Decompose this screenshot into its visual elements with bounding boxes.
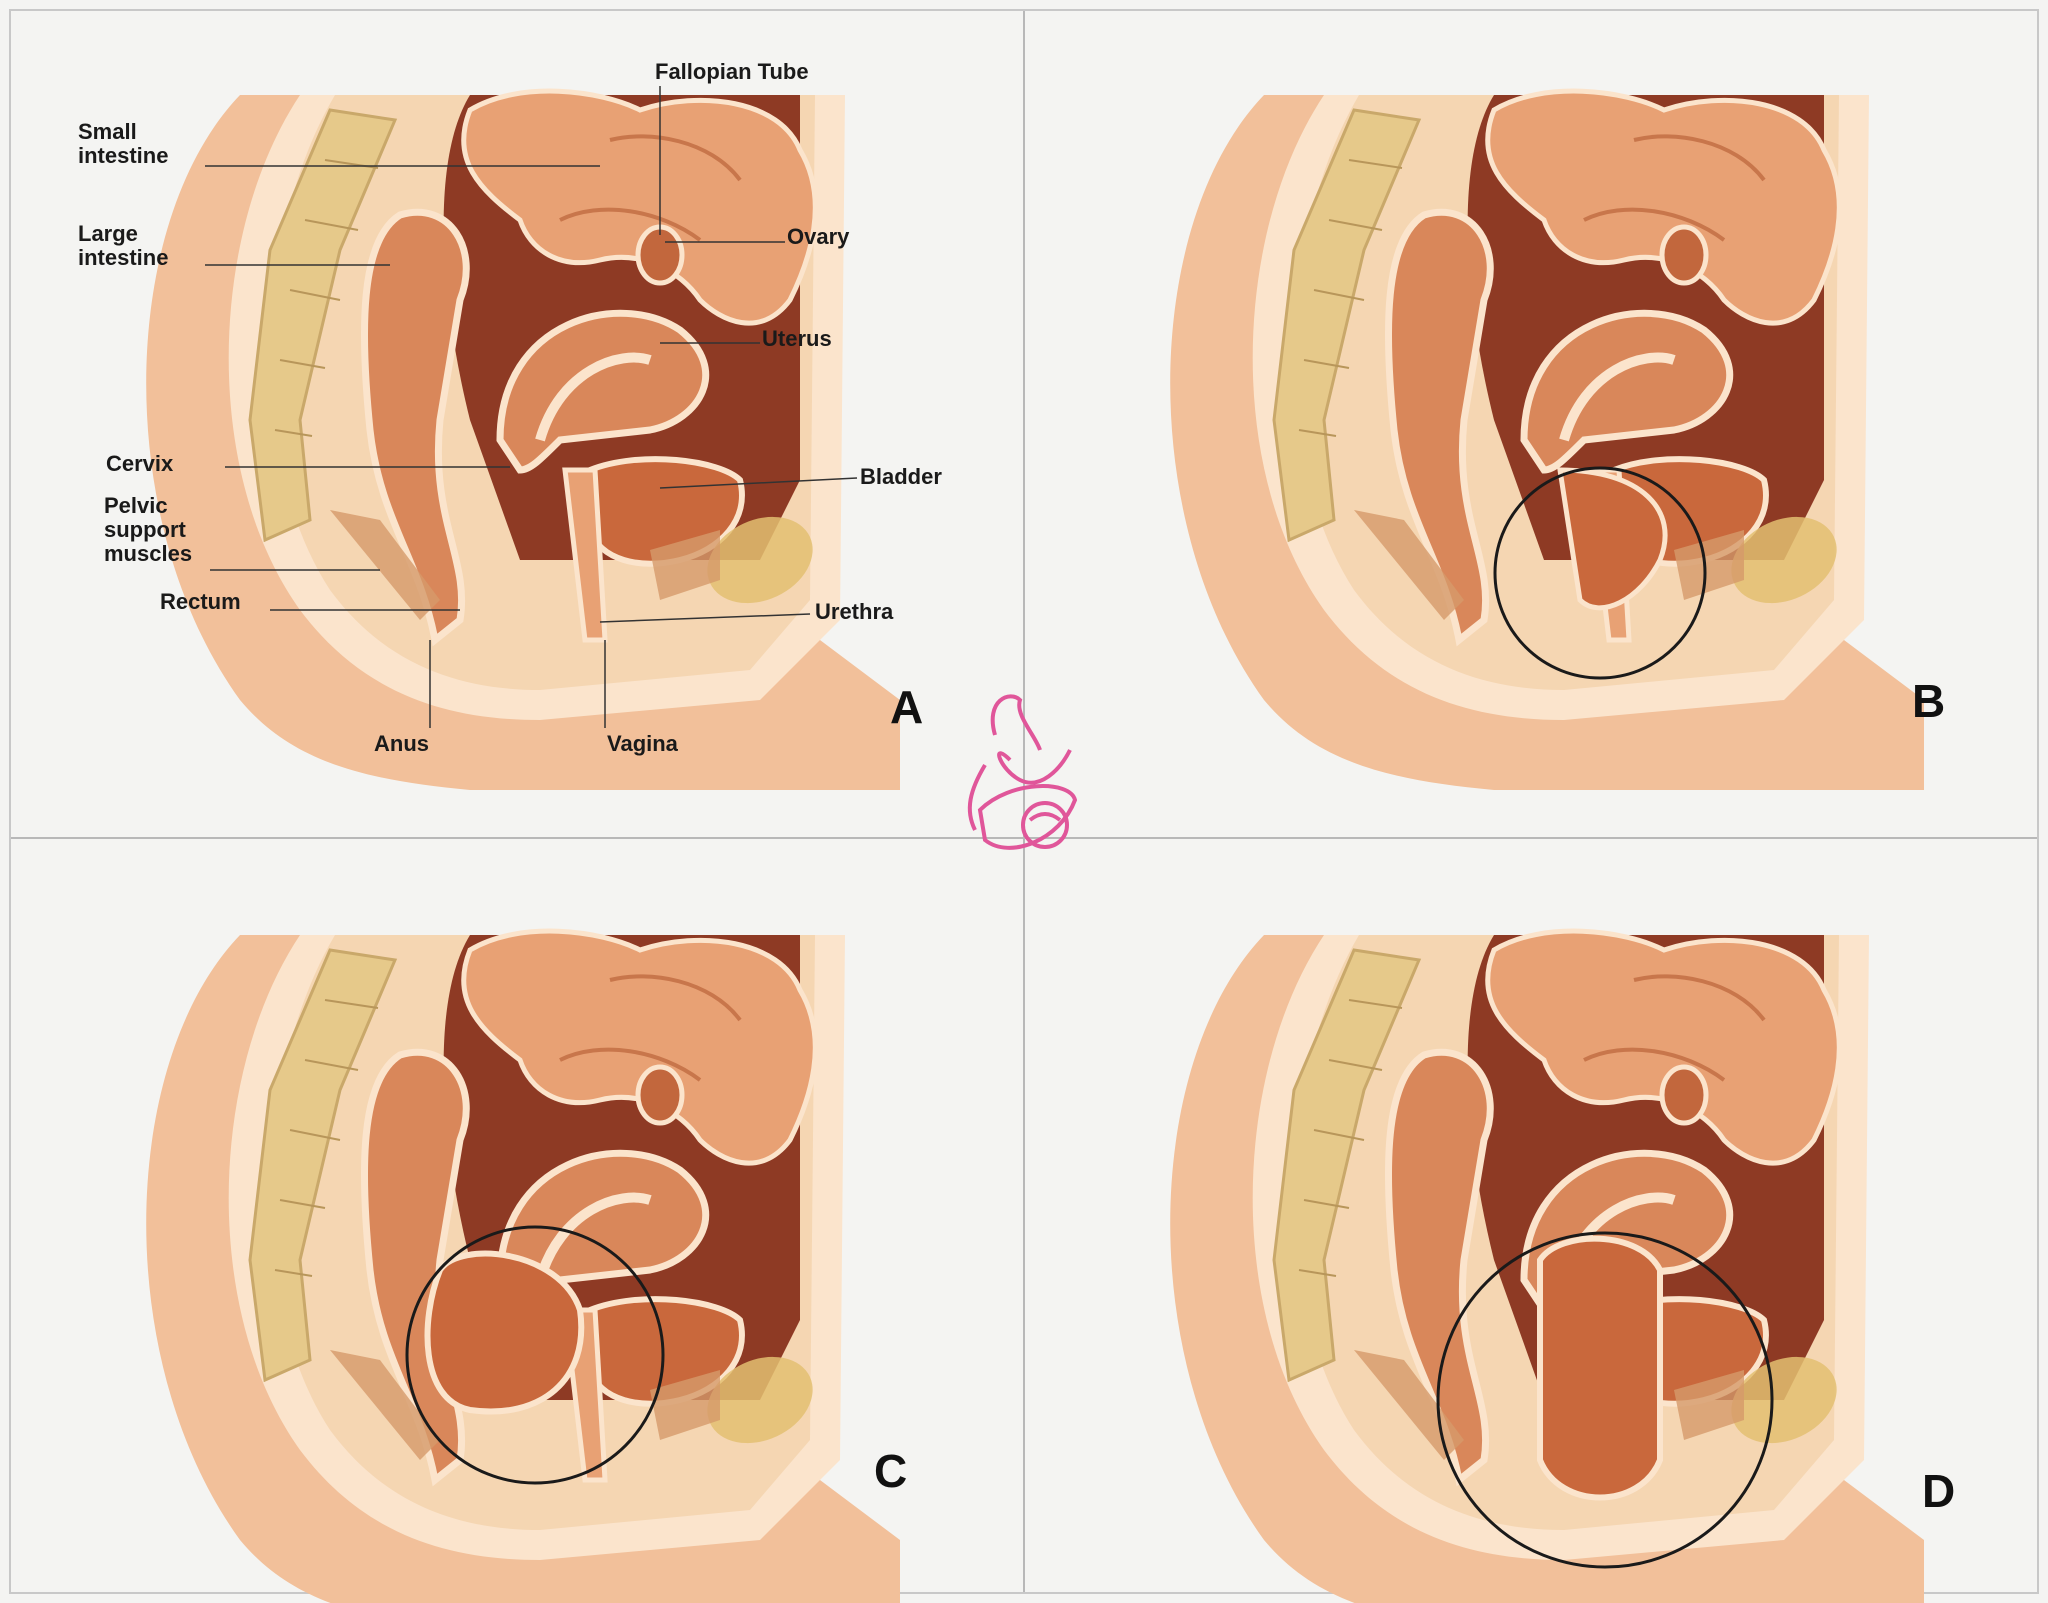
panel-a-anatomy bbox=[146, 86, 900, 790]
panel-b-anatomy bbox=[1170, 91, 1924, 790]
leader-urethra bbox=[599, 613, 811, 623]
panel-letter-b: B bbox=[1912, 675, 1946, 727]
label-anus: Anus bbox=[374, 731, 429, 756]
label-pelvic-support-muscles: Pelvic support muscles bbox=[104, 493, 193, 566]
label-rectum: Rectum bbox=[160, 589, 241, 614]
label-ovary: Ovary bbox=[787, 224, 850, 249]
label-cervix: Cervix bbox=[106, 451, 174, 476]
highlight-circle-d bbox=[1436, 1231, 1774, 1569]
panel-d-anatomy bbox=[1170, 931, 1924, 1603]
label-bladder: Bladder bbox=[860, 464, 942, 489]
label-small-intestine: Small intestine bbox=[78, 119, 169, 168]
highlight-circle-b bbox=[1493, 466, 1707, 680]
label-urethra: Urethra bbox=[815, 599, 894, 624]
label-fallopian-tube: Fallopian Tube bbox=[655, 59, 809, 84]
highlight-circle-c bbox=[405, 1225, 665, 1485]
label-large-intestine: Large intestine bbox=[78, 221, 169, 270]
panel-letter-a: A bbox=[890, 681, 924, 733]
label-vagina: Vagina bbox=[607, 731, 678, 756]
mother-baby-logo bbox=[967, 694, 1078, 850]
panel-letter-d: D bbox=[1922, 1465, 1956, 1517]
panel-letter-c: C bbox=[874, 1445, 908, 1497]
leader-bladder bbox=[659, 477, 858, 489]
label-uterus: Uterus bbox=[762, 326, 832, 351]
panel-c-anatomy bbox=[146, 931, 900, 1603]
